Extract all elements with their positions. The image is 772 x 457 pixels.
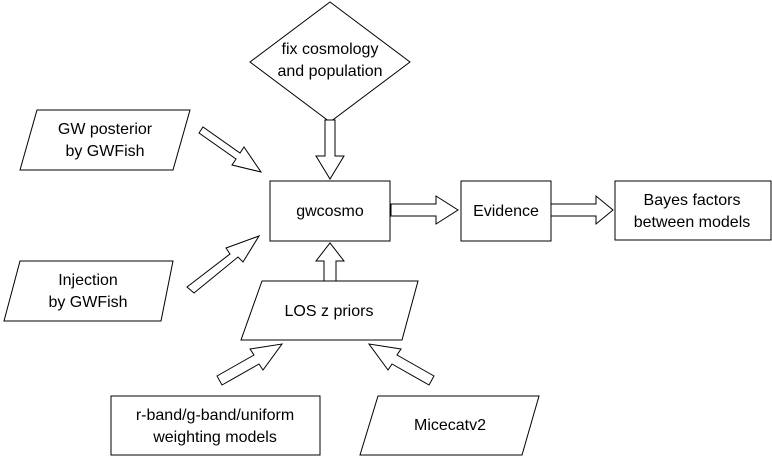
diamond-shape	[249, 1, 411, 123]
arrow-right-icon	[550, 194, 614, 226]
node-label-line: LOS z priors	[285, 303, 374, 320]
gwcosmo-node: gwcosmo	[269, 180, 391, 242]
arrow-up-icon	[314, 242, 346, 282]
node-label-line: r-band/g-band/uniform	[136, 407, 294, 424]
arrow-diagonal-icon	[216, 343, 284, 386]
parallelogram-shape	[240, 280, 419, 341]
arrow-diagonal-icon	[198, 126, 263, 173]
node-label-line: weighting models	[152, 429, 277, 446]
parallelogram-shape	[359, 395, 540, 456]
node-label-line: GW posterior	[58, 121, 153, 138]
arrow-diagonal-icon	[367, 343, 435, 386]
connectors	[186, 119, 614, 386]
rectangle-shape	[614, 180, 772, 241]
node-label-line: Micecatv2	[414, 417, 486, 434]
los-priors-node: LOS z priors	[240, 280, 419, 341]
evidence-node: Evidence	[460, 180, 552, 242]
node-label-line: by GWFish	[65, 143, 144, 160]
node-label-line: and population	[278, 63, 383, 80]
rectangle-shape	[460, 180, 552, 242]
node-label-line: Bayes factors	[644, 192, 741, 209]
bayes-factors-node: Bayes factors between models	[614, 180, 772, 241]
injection-node: Injection by GWFish	[3, 260, 174, 322]
arrow-down-icon	[315, 119, 345, 180]
arrow-diagonal-icon	[186, 235, 261, 294]
node-label-line: Evidence	[473, 203, 539, 220]
gw-posterior-node: GW posterior by GWFish	[19, 109, 191, 171]
node-label-line: Injection	[58, 272, 118, 289]
micecat-node: Micecatv2	[359, 395, 540, 456]
node-label-line: fix cosmology	[282, 41, 379, 58]
node-label-line: by GWFish	[48, 294, 127, 311]
arrow-right-icon	[390, 195, 459, 225]
node-label-line: between models	[634, 214, 751, 231]
rectangle-shape	[110, 395, 321, 456]
parallelogram-shape	[3, 260, 174, 322]
fix-cosmology-node: fix cosmology and population	[249, 1, 411, 123]
weighting-models-node: r-band/g-band/uniform weighting models	[110, 395, 321, 456]
rectangle-shape	[269, 180, 391, 242]
node-label-line: gwcosmo	[296, 203, 364, 220]
parallelogram-shape	[19, 109, 191, 171]
